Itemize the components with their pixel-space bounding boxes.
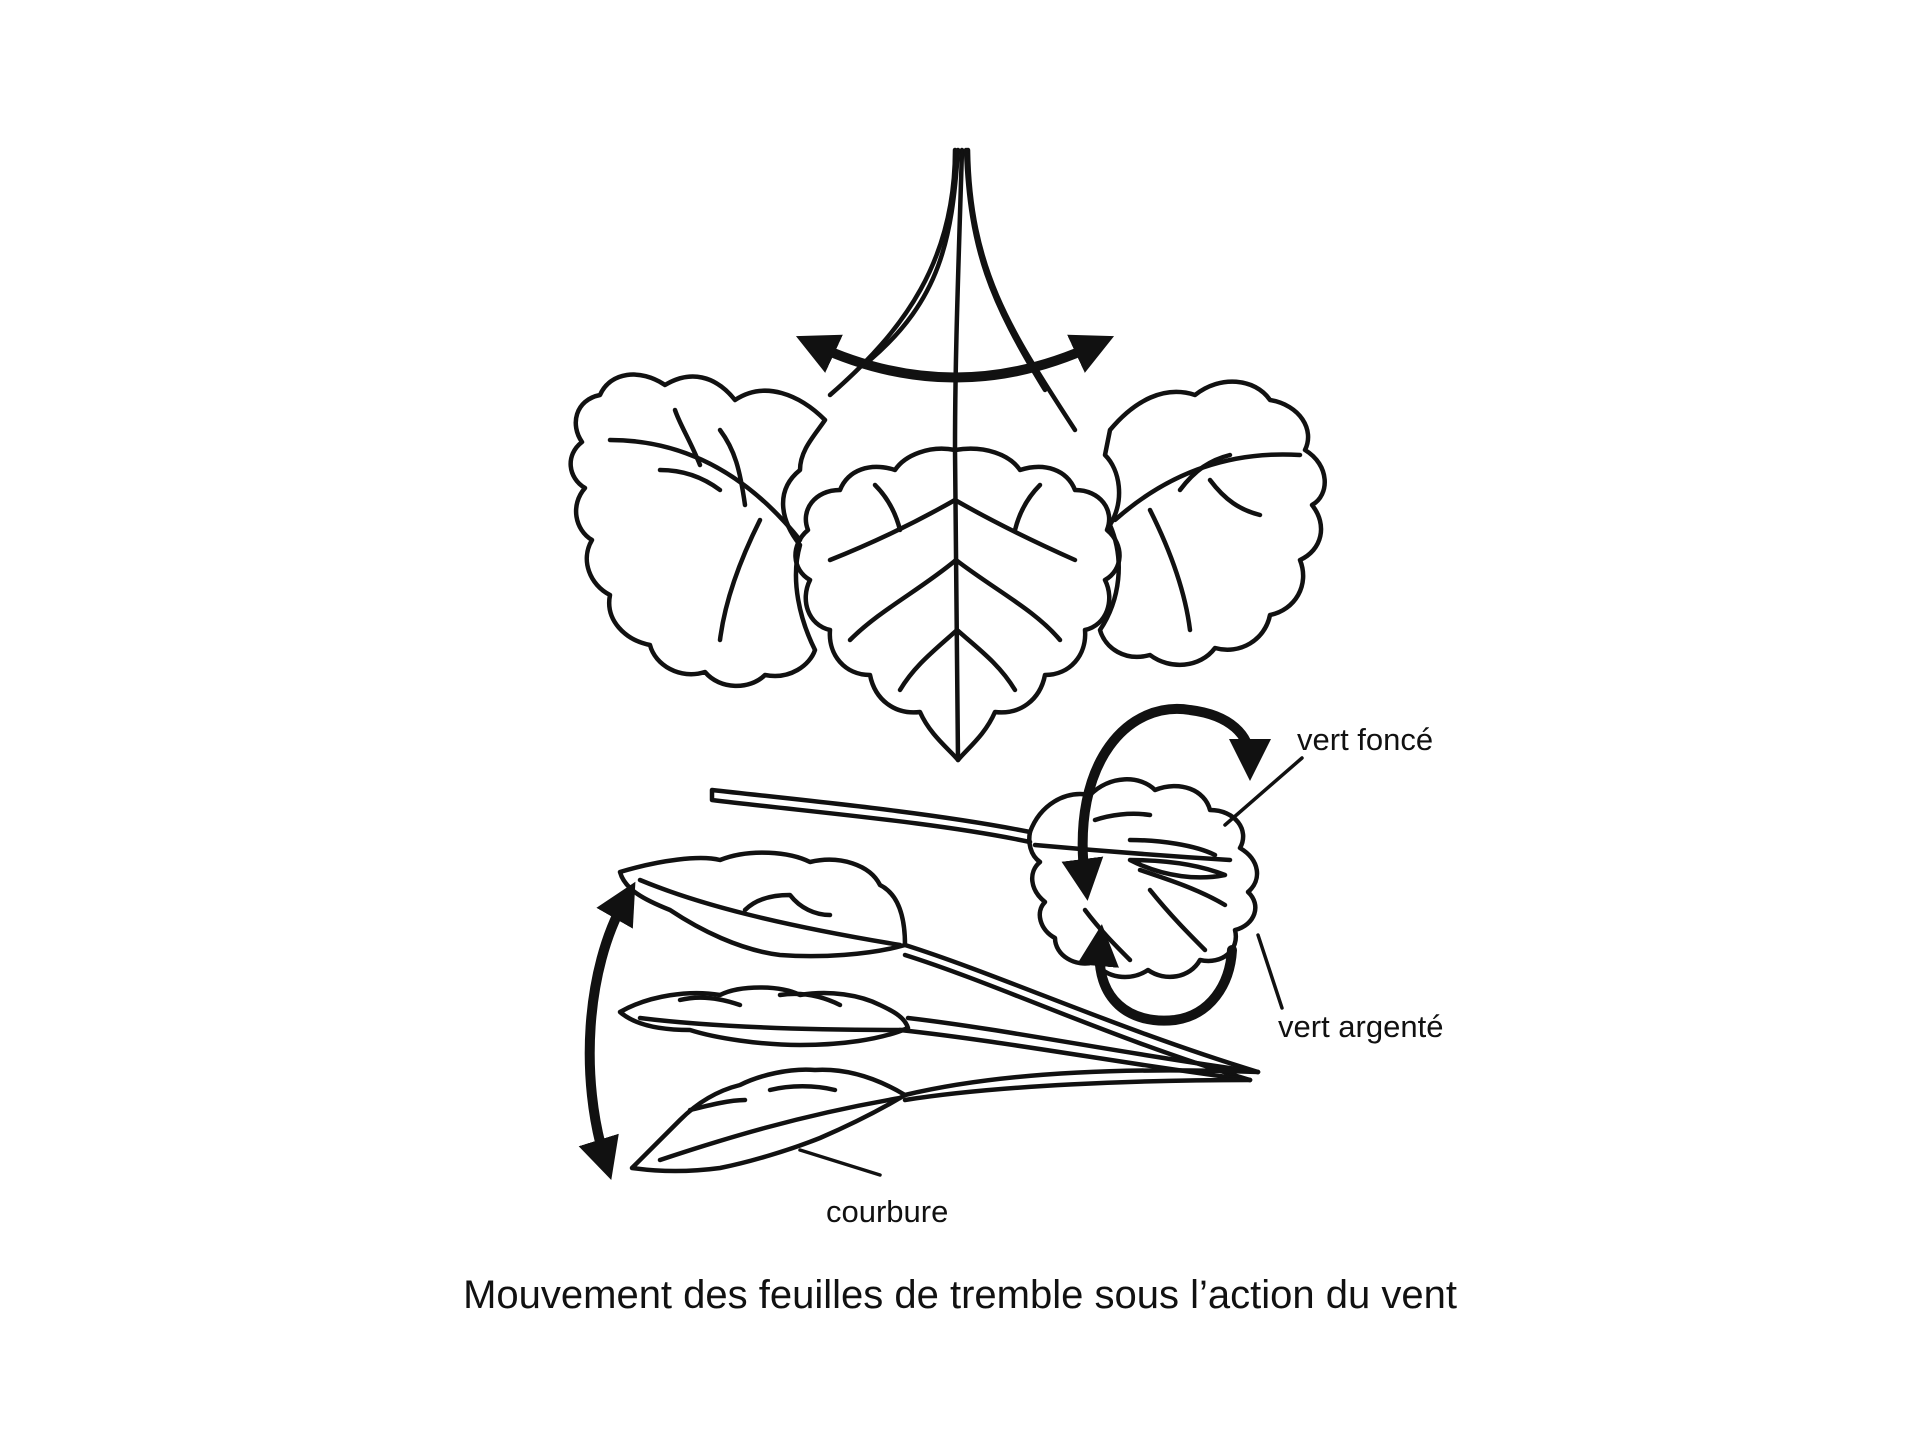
leader-vert-fonce xyxy=(1223,756,1304,827)
leaf-top-left xyxy=(568,372,828,689)
flap-double-arrow xyxy=(578,881,636,1181)
leaf-twisted xyxy=(1027,777,1260,980)
long-petiole xyxy=(709,787,1033,845)
bottom-leaf-cluster xyxy=(617,850,1261,1174)
swing-double-arrow xyxy=(795,334,1115,383)
leaf-bottom-upper xyxy=(617,850,908,959)
leader-vert-argente xyxy=(1256,933,1284,1010)
stem-center xyxy=(952,147,965,453)
leader-courbure xyxy=(798,1148,882,1177)
twisting-leaf xyxy=(709,777,1260,980)
label-courbure: courbure xyxy=(826,1194,949,1229)
label-vert-fonce: vert foncé xyxy=(1297,722,1434,757)
leaf-top-right xyxy=(1097,379,1327,668)
rotate-arrow-lower xyxy=(1077,924,1237,1026)
silvery-underside xyxy=(1127,857,1228,880)
midrib-center xyxy=(952,447,961,763)
figure-caption: Mouvement des feuilles de tremble sous l… xyxy=(463,1273,1457,1317)
top-leaf-cluster xyxy=(568,147,1327,763)
label-vert-argente: vert argenté xyxy=(1278,1009,1444,1044)
rotate-arrow-upper xyxy=(1061,703,1271,901)
leaf-bottom-middle xyxy=(617,985,911,1048)
stem-right xyxy=(965,147,1078,433)
